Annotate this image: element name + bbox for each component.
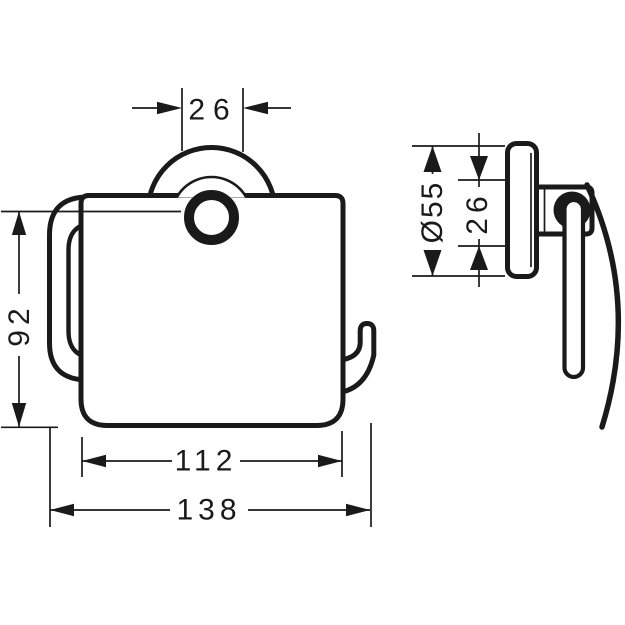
spindle-collar-arc (175, 175, 248, 198)
front-view-drawing: 92 26 112 138 (1, 88, 377, 527)
dim-arrow-left (82, 454, 106, 468)
cover-outline (78, 193, 346, 428)
dim-arrow-right (346, 503, 370, 517)
cover-profile-curve (584, 182, 622, 430)
wall-plate-profile (505, 141, 539, 279)
dim-arrow-right (318, 454, 342, 468)
dim-overall-width: 138 (49, 423, 372, 527)
dim-arrow-down (470, 156, 488, 180)
dim-arrow-left (50, 503, 74, 517)
dim-inner-width: 112 (81, 431, 343, 478)
dim-label-top-width: 26 (188, 94, 237, 127)
dim-label-inner-width: 112 (175, 445, 238, 478)
dim-height: 92 (1, 210, 181, 429)
spindle-cap-ring (184, 190, 239, 245)
dim-label-overall-width: 138 (176, 494, 241, 527)
dim-arrow-left (243, 101, 268, 115)
dim-arrow-down (423, 250, 442, 276)
extension-line (458, 179, 505, 247)
dim-label-height: 92 (3, 303, 36, 346)
dim-label-diameter: Ø55 (416, 181, 449, 244)
roll-bar-profile (562, 197, 586, 380)
dim-diameter: Ø55 (412, 145, 505, 277)
dim-top-width: 26 (132, 88, 291, 152)
dim-arrow-up (11, 211, 27, 235)
dim-label-depth: 26 (461, 191, 494, 234)
side-view-drawing: Ø55 26 (412, 133, 622, 430)
dim-arrow-up (470, 246, 488, 270)
extension-line (181, 88, 244, 152)
extension-line (412, 145, 505, 277)
dim-arrow-right (157, 101, 182, 115)
dim-arrow-down (11, 403, 27, 427)
extension-line (81, 431, 343, 477)
dim-arrow-up (423, 146, 442, 172)
dim-depth: 26 (458, 133, 505, 287)
